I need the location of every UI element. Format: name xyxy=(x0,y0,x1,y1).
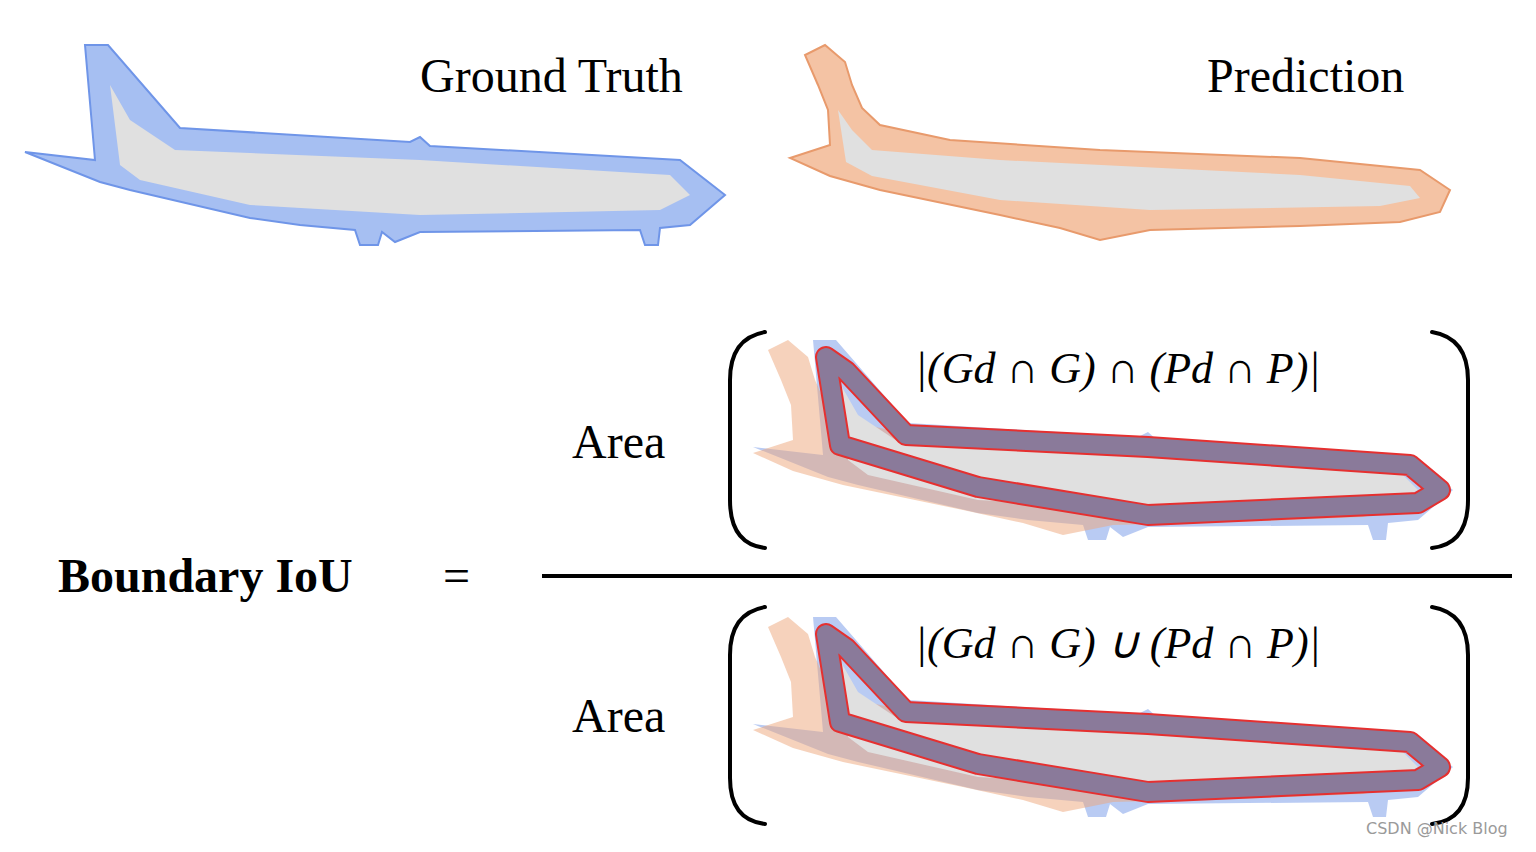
formula-text: |(Gd ∩ G) ∩ (Pd ∩ P)| xyxy=(915,345,1320,393)
panel-title: Prediction xyxy=(1207,50,1404,103)
equals-sign: = xyxy=(443,550,470,603)
watermark: CSDN @Nick Blog xyxy=(1366,820,1508,838)
formula-text: |(Gd ∩ G) ∪ (Pd ∩ P)| xyxy=(915,620,1321,668)
area-label: Area xyxy=(572,416,665,469)
panel-title: Ground Truth xyxy=(420,50,683,103)
metric-name: Boundary IoU xyxy=(58,550,353,603)
area-label: Area xyxy=(572,690,665,743)
